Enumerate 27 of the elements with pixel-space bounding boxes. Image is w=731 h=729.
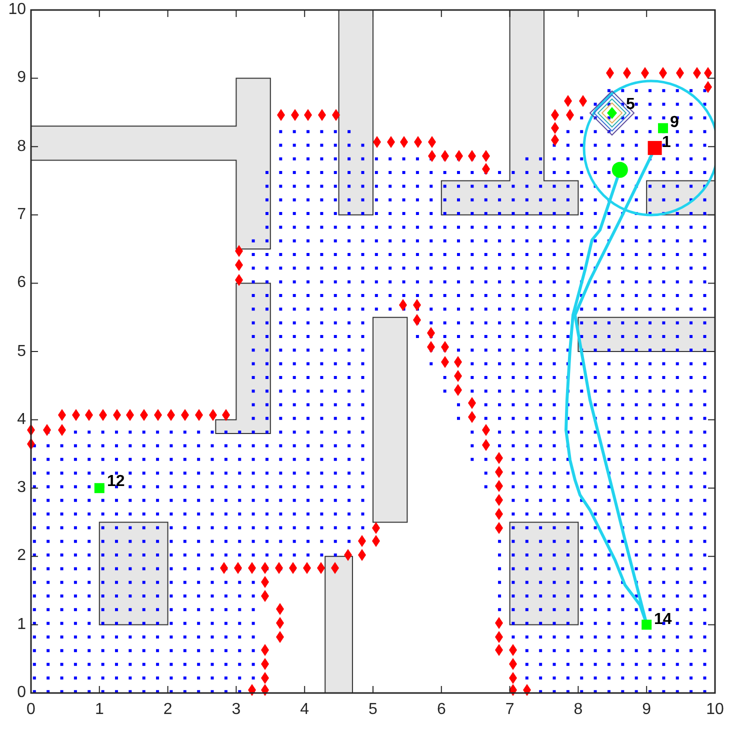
y-tick-label: 8 [17,138,26,156]
point-label: 14 [654,611,672,629]
y-tick-label: 6 [17,274,26,292]
x-tick-label: 5 [368,701,378,719]
point-label: 5 [626,96,635,114]
y-tick-label: 1 [17,616,26,634]
x-tick-label: 4 [299,701,310,719]
x-tick-label: 2 [162,701,174,719]
y-tick-label: 9 [17,69,26,88]
x-tick-label: 9 [641,701,652,719]
y-tick-label: 2 [17,547,26,566]
x-tick-label: 6 [436,701,447,719]
x-tick-label: 1 [94,701,105,719]
y-tick-label: 5 [17,342,26,360]
y-tick-label: 7 [17,206,26,224]
y-tick-label: 3 [17,479,26,498]
y-tick-label: 4 [17,410,26,429]
point-label: 1 [662,134,671,152]
x-tick-label: 3 [230,701,242,719]
y-tick-label: 0 [17,684,26,702]
x-tick-label: 10 [705,701,725,719]
point-label: 9 [670,114,679,132]
x-tick-label: 7 [504,701,516,719]
point-label: 12 [107,473,125,491]
x-tick-label: 0 [26,701,36,719]
x-tick-label: 8 [572,701,584,719]
y-tick-label: 10 [8,1,26,19]
